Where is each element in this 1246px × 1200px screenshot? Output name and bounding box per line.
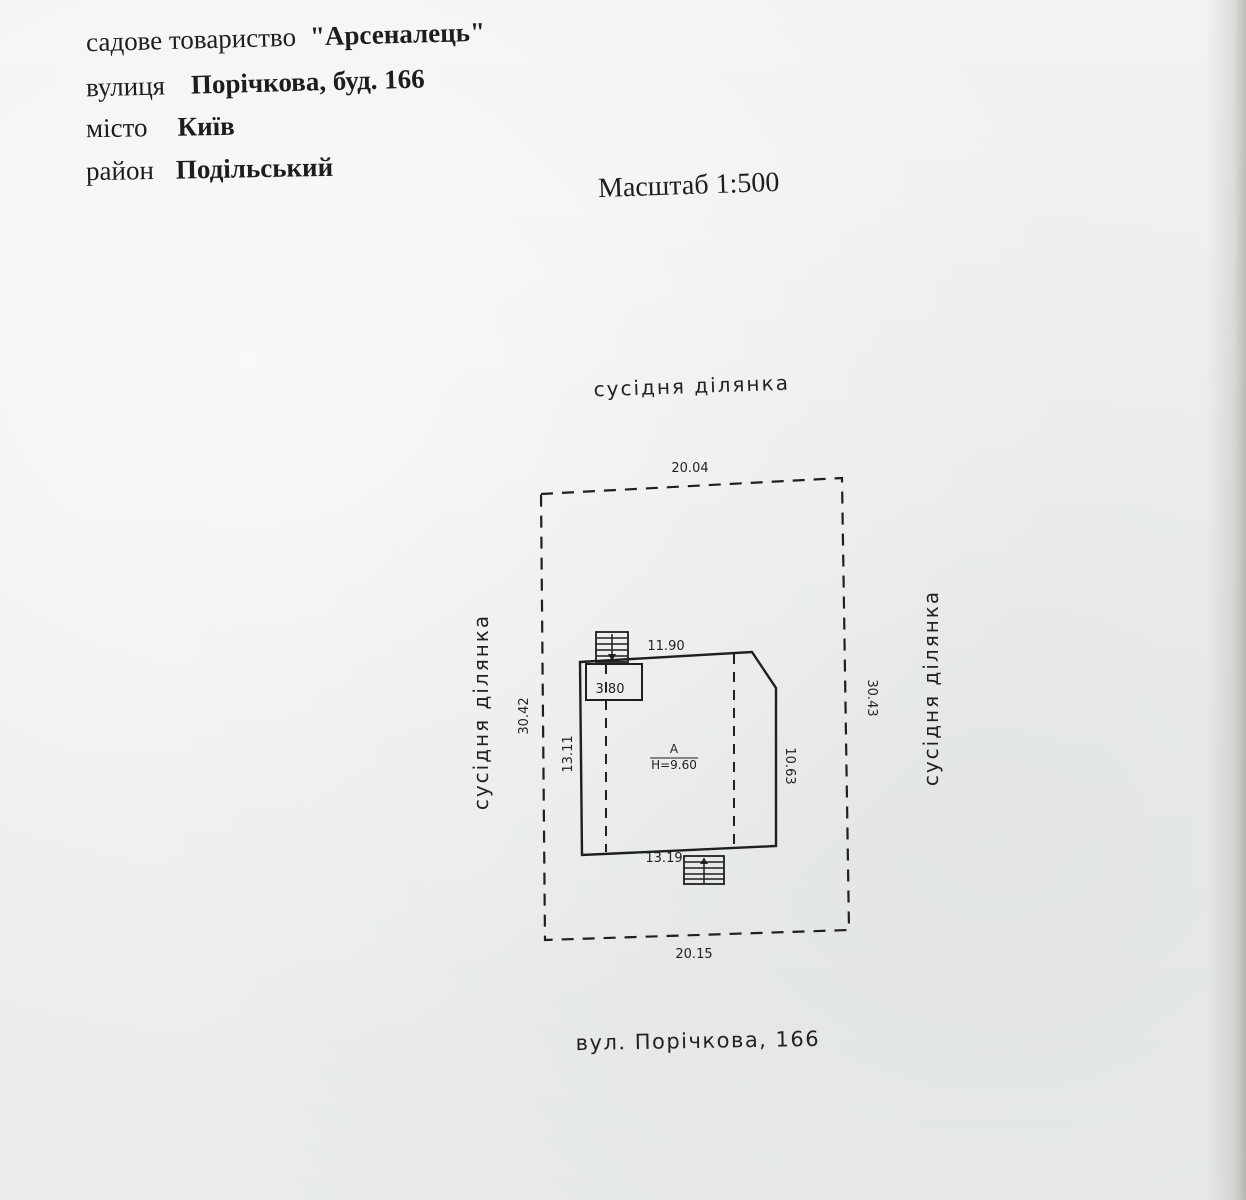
lot-top-width: 20.04 bbox=[671, 461, 708, 476]
building-right-depth: 10.63 bbox=[782, 747, 797, 784]
lot-bottom-width: 20.15 bbox=[675, 947, 712, 962]
annex-size: 3.80 bbox=[596, 682, 625, 697]
building-top-width: 11.90 bbox=[647, 639, 684, 654]
neighbor-left-label: сусідня ділянка bbox=[469, 614, 493, 810]
neighbor-right-label: сусідня ділянка bbox=[919, 590, 943, 786]
annex-box bbox=[585, 663, 643, 701]
lot-right-depth: 30.43 bbox=[864, 679, 879, 716]
building-left-depth: 13.11 bbox=[561, 735, 576, 772]
building-bottom-width: 13.19 bbox=[645, 851, 682, 866]
lot-left-depth: 30.42 bbox=[517, 697, 532, 734]
top-steps-icon bbox=[595, 631, 629, 663]
bottom-steps-icon bbox=[683, 855, 725, 885]
neighbor-top-label: сусідня ділянка bbox=[593, 371, 790, 402]
lot-boundary bbox=[539, 476, 851, 942]
building-height: H=9.60 bbox=[651, 758, 697, 772]
building-outline bbox=[578, 650, 778, 857]
building-letter: А bbox=[670, 742, 679, 756]
street-bottom-label: вул. Порічкова, 166 bbox=[575, 1027, 820, 1055]
paper-edge-shadow bbox=[1206, 0, 1246, 1200]
